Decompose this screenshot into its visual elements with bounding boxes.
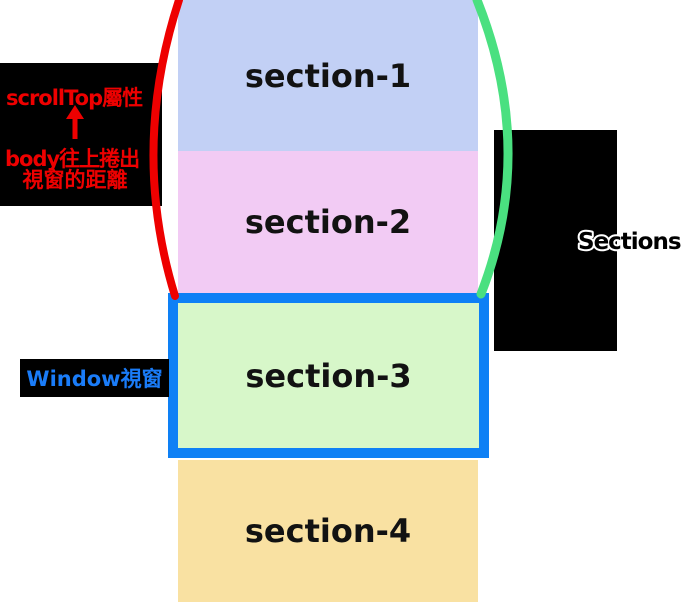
section-4-label: section-4 (244, 512, 412, 550)
section-1-label: section-1 (244, 56, 412, 95)
window-label-box: Window視窗 (20, 359, 169, 397)
window-viewport-box: section-3 (168, 293, 489, 458)
section-4-block: section-4 (178, 460, 478, 602)
section-2-block: section-2 (178, 151, 478, 293)
scrolltop-desc-line2: 視窗的距離 (22, 168, 128, 192)
right-black-box (494, 130, 617, 351)
scrolltop-annotation-box: scrollTop屬性 body往上捲出 視窗的距離 (0, 63, 162, 206)
section-2-label: section-2 (244, 203, 412, 241)
scrolltop-desc-line1: body往上捲出 (5, 147, 140, 171)
window-label: Window視窗 (26, 367, 163, 391)
section-3-label: section-3 (245, 356, 412, 395)
section-1-block: section-1 (178, 0, 478, 151)
scrolltop-title: scrollTop屬性 (6, 86, 143, 110)
